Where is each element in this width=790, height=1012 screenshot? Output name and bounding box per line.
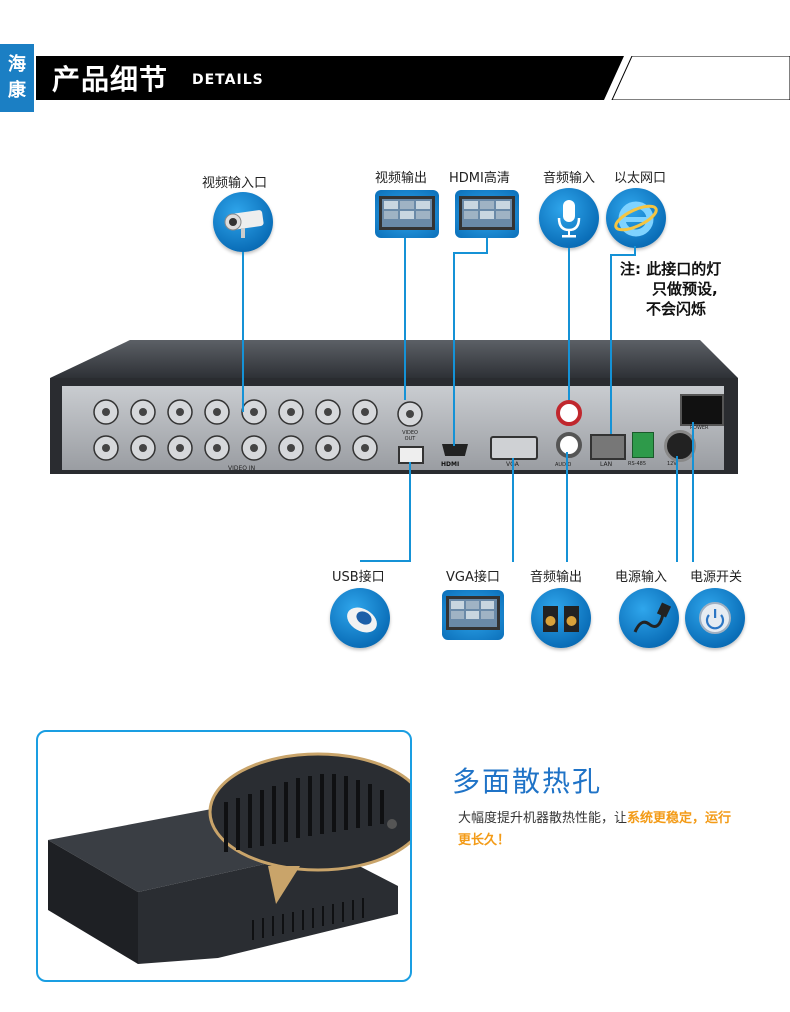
usb-mouse-icon xyxy=(330,588,390,648)
bnc-connector-group xyxy=(93,399,378,461)
power-jack xyxy=(664,430,696,462)
lan-port xyxy=(590,434,626,460)
feature-title: 多面散热孔 xyxy=(452,765,603,798)
wire-lan-top xyxy=(634,246,636,256)
power-cable-icon xyxy=(619,588,679,648)
note-line-1: 注: 此接口的灯 xyxy=(620,260,722,278)
feature-desc-highlight: 系统更稳定，运行更长久！ xyxy=(458,811,732,848)
panel-label-video-in: VIDEO IN xyxy=(228,465,256,472)
panel-label-rs485: RS-485 xyxy=(628,461,646,467)
wire-usb-v xyxy=(409,462,411,562)
brand-char-1: 海 xyxy=(8,54,26,75)
wire-vga xyxy=(512,458,514,562)
wire-power-in xyxy=(676,456,678,562)
note-line-2: 只做预设, xyxy=(652,280,718,298)
wire-video-out xyxy=(404,238,406,400)
label-audio-input: 音频输入 xyxy=(543,171,596,186)
label-hdmi: HDMI高清 xyxy=(449,171,510,186)
feature-description: 大幅度提升机器散热性能，让系统更稳定，运行更长久！ xyxy=(458,808,738,852)
dvr-vent-illustration xyxy=(48,752,410,964)
wire-audio-out xyxy=(566,452,568,562)
panel-label-audio: AUDIO xyxy=(555,462,572,468)
page-subtitle: DETAILS xyxy=(192,72,264,88)
internet-explorer-icon xyxy=(606,188,666,248)
hdmi-monitor-icon xyxy=(455,190,519,238)
header-bar xyxy=(36,56,790,100)
label-ethernet: 以太网口 xyxy=(614,171,667,186)
audio-out-jack xyxy=(556,432,582,458)
panel-label-hdmi: HDMI xyxy=(441,461,460,468)
audio-in-jack xyxy=(556,400,582,426)
label-usb: USB接口 xyxy=(332,570,385,585)
dvr-device xyxy=(50,340,738,474)
feature-desc-normal: 大幅度提升机器散热性能，让 xyxy=(458,811,628,826)
wire-hdmi-v xyxy=(453,252,455,446)
panel-label-12v: 12V xyxy=(667,461,677,467)
label-power-input: 电源输入 xyxy=(615,570,668,585)
label-power-switch: 电源开关 xyxy=(690,570,743,585)
monitor-icon xyxy=(375,190,439,238)
wire-power-switch xyxy=(692,422,694,562)
wire-video-in xyxy=(242,252,244,412)
speaker-icon xyxy=(531,588,591,648)
panel-label-lan: LAN xyxy=(600,461,613,468)
vga-port xyxy=(490,436,538,460)
hdmi-port xyxy=(442,444,468,456)
brand-badge: 海 康 xyxy=(0,44,34,112)
label-vga: VGA接口 xyxy=(446,570,500,585)
brand-char-2: 康 xyxy=(8,80,26,101)
wire-usb-h xyxy=(360,560,411,562)
page-title: 产品细节 xyxy=(52,63,169,96)
label-video-input: 视频输入口 xyxy=(202,176,268,191)
wire-hdmi-h xyxy=(453,252,487,254)
rs485-terminal xyxy=(632,432,654,458)
microphone-icon xyxy=(539,188,599,248)
camera-icon xyxy=(213,192,273,252)
power-switch xyxy=(680,394,724,426)
heat-vent-image-frame xyxy=(36,730,412,982)
panel-label-video-out: VIDEO OUT xyxy=(402,430,418,442)
video-out-connector xyxy=(397,401,423,427)
label-video-output: 视频输出 xyxy=(375,171,428,186)
power-button-icon xyxy=(685,588,745,648)
vga-monitor-icon xyxy=(442,590,504,640)
usb-port xyxy=(398,446,424,464)
panel-label-power: POWER xyxy=(690,425,709,431)
wire-hdmi-top xyxy=(486,238,488,254)
wire-audio-in xyxy=(568,248,570,400)
label-audio-output: 音频输出 xyxy=(530,570,583,585)
wire-lan-v xyxy=(610,254,612,434)
note-line-3: 不会闪烁 xyxy=(646,300,707,318)
wire-lan-h xyxy=(610,254,636,256)
